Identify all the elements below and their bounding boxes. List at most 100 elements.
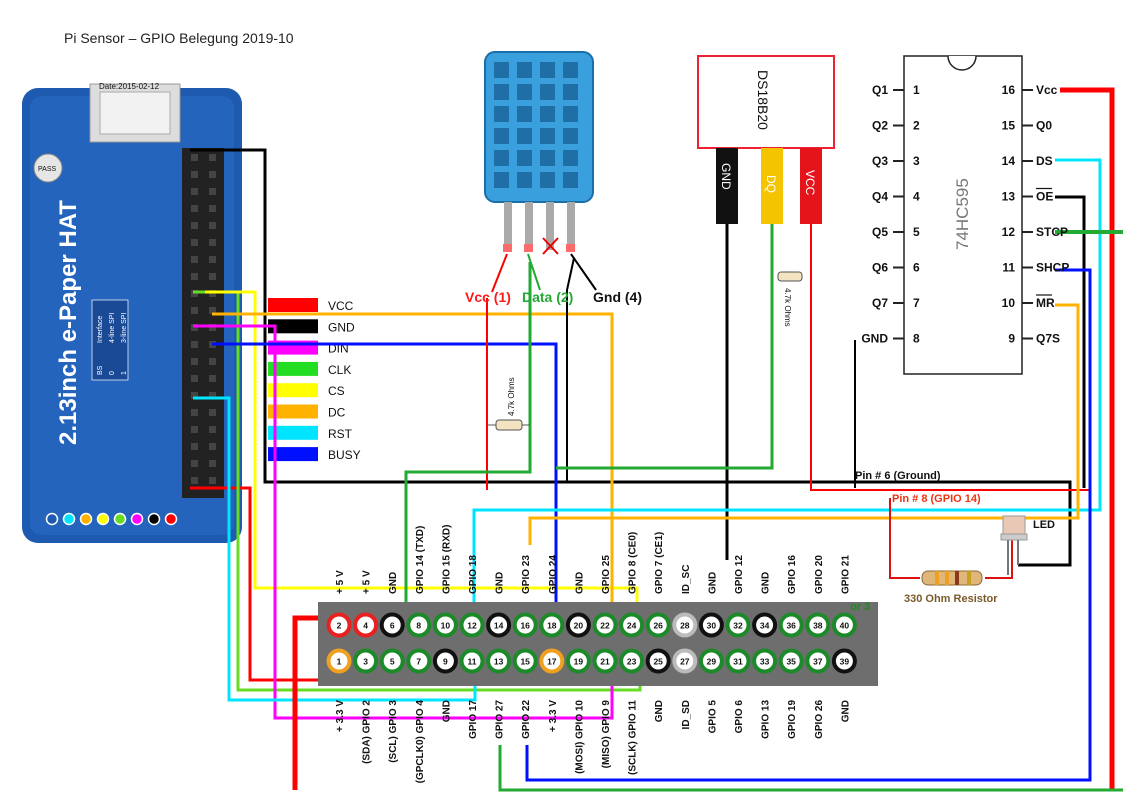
gpio-top-label: GPIO 14 (TXD): [415, 526, 426, 594]
ic-pin-label-right: STCP: [1036, 225, 1068, 239]
resistor-330-icon: [921, 570, 983, 586]
gpio-bottom-label: ID_SD: [681, 700, 692, 729]
gpio-bottom-label: (SCL) GPIO 3: [388, 700, 399, 763]
gpio-pin-number: 20: [574, 621, 584, 631]
gpio-pin-22: [592, 612, 618, 638]
connector-pin: [191, 239, 198, 246]
gpio-top-label: GND: [495, 572, 506, 594]
ic-pin-label-right: Q7S: [1036, 332, 1060, 346]
gpio-pin-25: [645, 648, 671, 674]
diagram-title: Pi Sensor – GPIO Belegung 2019-10: [64, 30, 294, 46]
ic-pin-number-left: 4: [913, 190, 920, 204]
gpio-pin-number: 26: [653, 621, 663, 631]
gpio-bottom-label: GPIO 19: [787, 700, 798, 739]
ic-pin-label-left: Q7: [872, 296, 888, 310]
gpio-pin-21: [592, 648, 618, 674]
legend-swatch-dc: [268, 404, 318, 419]
wire-dot: [130, 512, 144, 526]
grille-slot: [494, 172, 509, 188]
gpio-pin-20: [565, 612, 591, 638]
gpio-top-label: GND: [388, 572, 399, 594]
annotations: Pin # 6 (Ground) Pin # 8 (GPIO 14) LED 3…: [855, 470, 1055, 605]
connector-pin: [209, 426, 216, 433]
connector-pin: [191, 273, 198, 280]
grille-slot: [540, 150, 555, 166]
gpio-pin-number: 23: [627, 657, 637, 667]
ic-pin-number-left: 5: [913, 225, 920, 239]
legend-swatch-gnd: [268, 319, 318, 334]
gpio-bottom-label: (SCLK) GPIO 11: [628, 700, 639, 775]
interface-cell: 3-line SPI: [121, 313, 128, 343]
gpio-pin-2: [326, 612, 352, 638]
ic-pin-number-left: 8: [913, 332, 920, 346]
gpio-pin-8: [406, 612, 432, 638]
connector-pin: [191, 171, 198, 178]
gpio-pin-number: 13: [494, 657, 504, 667]
pin8-label: Pin # 8 (GPIO 14): [892, 493, 981, 505]
ic-pin-number-left: 1: [913, 83, 920, 97]
epaper-wire-dots: [45, 512, 178, 526]
gpio-pin-37: [805, 648, 831, 674]
ic-pin-number-right: 14: [1002, 154, 1016, 168]
gpio-bottom-label: GND: [441, 700, 452, 722]
ds-vcc-label: VCC: [803, 170, 817, 196]
grille-slot: [540, 106, 555, 122]
interface-cell: BS: [97, 365, 104, 375]
gpio-pin-16: [512, 612, 538, 638]
connector-pin: [209, 222, 216, 229]
gpio-pin-5: [379, 648, 405, 674]
gpio-pin-38: [805, 612, 831, 638]
ds-resistor-label: 4.7k Ohms: [783, 288, 792, 327]
dht11-grille: [494, 62, 578, 188]
gpio-bottom-label: + 3.3 V: [548, 700, 559, 732]
ic-pin-label-left: Q4: [872, 190, 888, 204]
gpio-pin-number: 12: [467, 621, 477, 631]
gpio-pin-number: 11: [468, 657, 477, 667]
ds18b20-name: DS18B20: [755, 70, 771, 130]
gpio-top-label: GPIO 15 (RXD): [441, 525, 452, 594]
gpio-top-label: GND: [761, 572, 772, 594]
gpio-pin-28: [672, 612, 698, 638]
gpio-pin-17: [539, 648, 565, 674]
grille-slot: [517, 128, 532, 144]
ic-pin-label-right: DS: [1036, 154, 1053, 168]
ic-pin-label-right: SHCP: [1036, 261, 1069, 275]
gpio-pin-number: 36: [786, 621, 796, 631]
connector-pin: [209, 307, 216, 314]
grille-slot: [563, 128, 578, 144]
gpio-bottom-label: GPIO 6: [734, 700, 745, 734]
gpio-bottom-label: GND: [840, 700, 851, 722]
gpio-top-label: GPIO 24: [548, 555, 559, 594]
grille-slot: [517, 150, 532, 166]
gpio-bottom-label: GPIO 27: [495, 700, 506, 739]
ic-pin-label-right: MR: [1036, 296, 1055, 310]
grille-slot: [517, 106, 532, 122]
connector-pin: [191, 358, 198, 365]
connector-pin: [191, 205, 198, 212]
grille-slot: [540, 128, 555, 144]
connector-pin: [209, 358, 216, 365]
gpio-pin-18: [539, 612, 565, 638]
gpio-pin-number: 19: [574, 657, 584, 667]
gpio-bottom-label: + 3.3 V: [335, 700, 346, 732]
gpio-pin-7: [406, 648, 432, 674]
connector-pin: [209, 392, 216, 399]
gpio-pin-35: [778, 648, 804, 674]
ic-pin-number-left: 6: [913, 261, 920, 275]
gpio-top-label: GPIO 25: [601, 555, 612, 594]
grille-slot: [540, 84, 555, 100]
connector-pin: [191, 307, 198, 314]
connector-pin: [191, 460, 198, 467]
gpio-pin-3: [353, 648, 379, 674]
gpio-pin-23: [619, 648, 645, 674]
wire-dot: [113, 512, 127, 526]
interface-cell: 4-line SPI: [109, 313, 116, 343]
gpio-top-label: GND: [707, 572, 718, 594]
gpio-bottom-label: (GPCLK0) GPIO 4: [415, 700, 426, 784]
dht-vcc-label: Vcc (1): [465, 289, 511, 305]
legend-label-busy: BUSY: [328, 448, 361, 462]
grille-slot: [517, 84, 532, 100]
